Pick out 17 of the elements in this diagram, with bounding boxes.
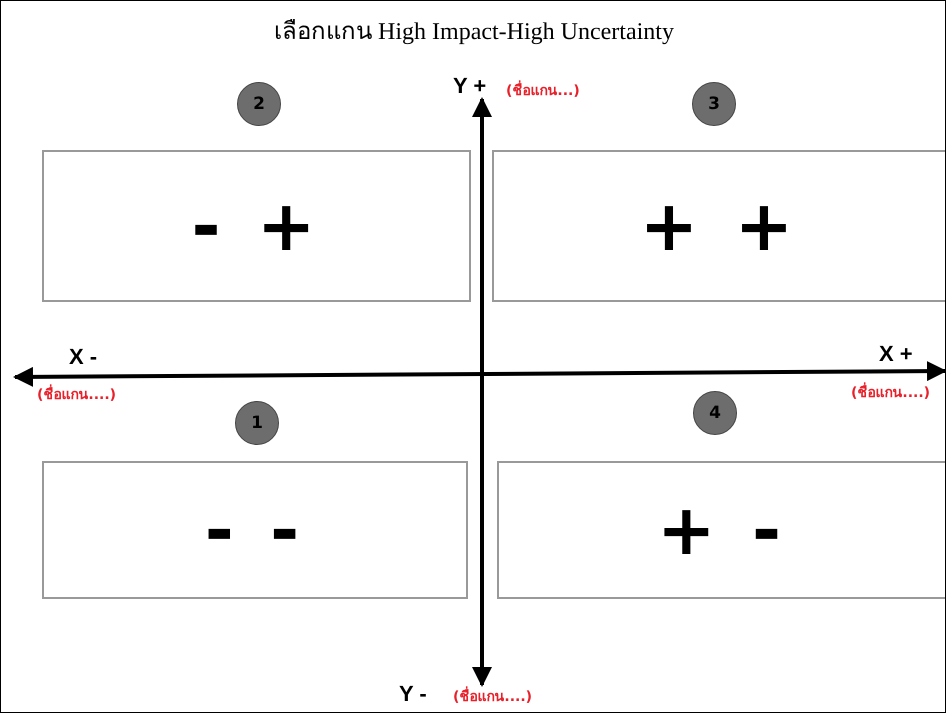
axis-name: (ชื่อแกน....) (37, 383, 116, 405)
number-circle: 4 (693, 391, 737, 435)
axis-label: Y - (399, 681, 427, 707)
axis-name: (ชื่อแกน....) (851, 381, 930, 403)
number-circle: 2 (237, 82, 281, 126)
axis-name: (ชื่อแกน....) (453, 685, 532, 707)
axis-label: X - (69, 344, 98, 370)
number-circle: 3 (692, 82, 736, 126)
axis-label: Y + (453, 73, 486, 99)
axis-name: (ชื่อแกน...) (506, 79, 580, 101)
quadrant-box: + - (497, 461, 945, 599)
axis-label: X + (879, 341, 913, 367)
quadrant-box: + + (492, 150, 945, 302)
quadrant-box: - - (42, 461, 468, 599)
quadrant-box: - + (42, 150, 471, 302)
number-circle: 1 (235, 401, 279, 445)
title: เลือกแกน High Impact-High Uncertainty (273, 18, 675, 47)
